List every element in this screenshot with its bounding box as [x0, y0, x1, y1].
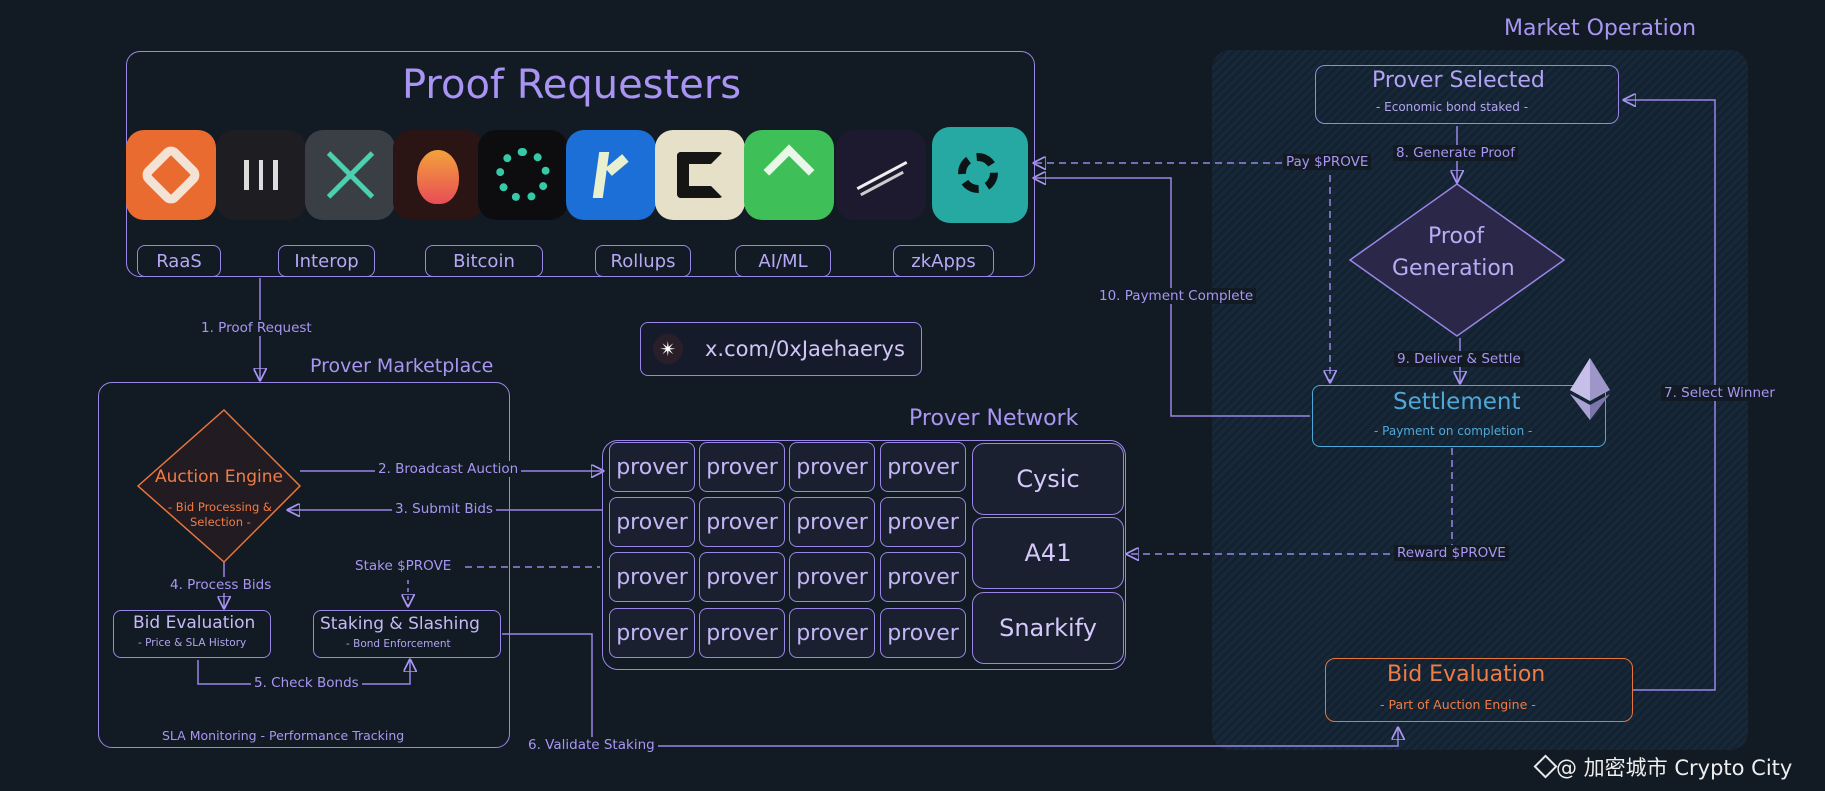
prover-selected-subtitle: - Economic bond staked -: [1376, 100, 1529, 114]
prover-cell[interactable]: prover: [699, 442, 785, 492]
label-broadcast-auction: 2. Broadcast Auction: [375, 461, 522, 477]
flower-logo-icon[interactable]: [932, 127, 1028, 223]
cross-logo-icon[interactable]: [305, 130, 395, 220]
prover-cell[interactable]: prover: [609, 497, 695, 547]
prover-selected-title: Prover Selected: [1372, 68, 1545, 93]
bid-evaluation-box[interactable]: [113, 610, 271, 658]
sparkle-icon: ✴: [653, 334, 683, 364]
prover-cell[interactable]: prover: [699, 497, 785, 547]
orange-x-logo-icon[interactable]: [126, 130, 216, 220]
label-reward-prove: Reward $PROVE: [1394, 545, 1509, 561]
prover-cysic[interactable]: Cysic: [972, 443, 1124, 515]
prover-cell[interactable]: prover: [609, 442, 695, 492]
label-submit-bids: 3. Submit Bids: [392, 501, 496, 517]
label-pay-prove: Pay $PROVE: [1283, 154, 1372, 170]
label-deliver-settle: 9. Deliver & Settle: [1394, 351, 1524, 367]
settlement-box[interactable]: [1312, 385, 1606, 447]
label-process-bids: 4. Process Bids: [167, 577, 275, 593]
label-check-bonds: 5. Check Bonds: [251, 675, 362, 691]
market-bid-evaluation-title: Bid Evaluation: [1387, 662, 1546, 687]
staking-slashing-title: Staking & Slashing: [320, 614, 480, 634]
proof-requesters-title: Proof Requesters: [402, 62, 742, 108]
proof-generation-line1: Proof: [1428, 224, 1485, 249]
staking-slashing-subtitle: - Bond Enforcement: [346, 638, 451, 650]
ethereum-icon: [1570, 358, 1610, 420]
bid-evaluation-title: Bid Evaluation: [133, 613, 256, 633]
marketplace-footer: SLA Monitoring - Performance Tracking: [162, 728, 405, 743]
streak-logo-icon[interactable]: [836, 130, 926, 220]
handle-text: x.com/0xJaehaerys: [705, 337, 905, 361]
prover-network-title: Prover Network: [909, 406, 1079, 431]
prover-cell[interactable]: prover: [699, 552, 785, 602]
market-operation-title: Market Operation: [1504, 16, 1697, 41]
category-chip-aiml[interactable]: AI/ML: [735, 245, 831, 277]
prover-cell[interactable]: prover: [880, 497, 966, 547]
prover-cell[interactable]: prover: [789, 552, 875, 602]
label-proof-request: 1. Proof Request: [198, 320, 315, 336]
prover-cell[interactable]: prover: [609, 552, 695, 602]
prover-cell[interactable]: prover: [609, 608, 695, 658]
ring-logo-icon[interactable]: [478, 130, 568, 220]
prover-cell[interactable]: prover: [789, 608, 875, 658]
settlement-title: Settlement: [1393, 389, 1521, 415]
binance-diamond-icon: [1533, 754, 1558, 779]
market-bid-evaluation-box[interactable]: [1325, 658, 1633, 722]
prover-cell[interactable]: prover: [699, 608, 785, 658]
label-validate-staking: 6. Validate Staking: [525, 737, 658, 753]
auction-engine-sub2: Selection -: [190, 515, 251, 529]
flame-logo-icon[interactable]: [393, 130, 483, 220]
prover-cell[interactable]: prover: [880, 442, 966, 492]
prover-snarkify[interactable]: Snarkify: [972, 592, 1124, 664]
category-chip-raas[interactable]: RaaS: [137, 245, 221, 277]
m-logo-icon[interactable]: [216, 130, 306, 220]
prover-cell[interactable]: prover: [880, 552, 966, 602]
prover-marketplace-title: Prover Marketplace: [310, 355, 494, 377]
proof-generation-diamond: [1348, 183, 1566, 337]
prover-cell[interactable]: prover: [789, 442, 875, 492]
category-chip-bitcoin[interactable]: Bitcoin: [425, 245, 543, 277]
market-bid-evaluation-subtitle: - Part of Auction Engine -: [1380, 697, 1536, 712]
prover-selected-box[interactable]: [1315, 65, 1619, 124]
prover-cell[interactable]: prover: [789, 497, 875, 547]
auction-engine-sub1: - Bid Processing &: [168, 500, 272, 514]
k-logo-icon[interactable]: [566, 130, 656, 220]
handle-badge[interactable]: ✴ x.com/0xJaehaerys: [640, 322, 922, 376]
category-chip-rollups[interactable]: Rollups: [595, 245, 691, 277]
label-select-winner: 7. Select Winner: [1661, 385, 1778, 401]
auction-engine-title: Auction Engine: [155, 467, 283, 487]
prover-marketplace-box: [98, 382, 510, 748]
label-generate-proof: 8. Generate Proof: [1393, 145, 1518, 161]
label-stake-prove: Stake $PROVE: [352, 558, 455, 574]
prover-cell[interactable]: prover: [880, 608, 966, 658]
prover-a41[interactable]: A41: [972, 517, 1124, 589]
auction-engine-diamond: [136, 408, 302, 564]
arrow-logo-icon[interactable]: [744, 130, 834, 220]
prover-network-box: [602, 440, 1126, 670]
watermark-text: @ 加密城市 Crypto City: [1556, 756, 1793, 780]
bid-evaluation-subtitle: - Price & SLA History: [138, 637, 247, 649]
label-payment-complete: 10. Payment Complete: [1096, 288, 1257, 304]
category-chip-zkapps[interactable]: zkApps: [893, 245, 994, 277]
proof-generation-line2: Generation: [1392, 256, 1515, 281]
settlement-subtitle: - Payment on completion -: [1374, 424, 1533, 438]
staking-slashing-box[interactable]: [313, 610, 501, 658]
category-chip-interop[interactable]: Interop: [278, 245, 375, 277]
c-logo-icon[interactable]: [655, 130, 745, 220]
